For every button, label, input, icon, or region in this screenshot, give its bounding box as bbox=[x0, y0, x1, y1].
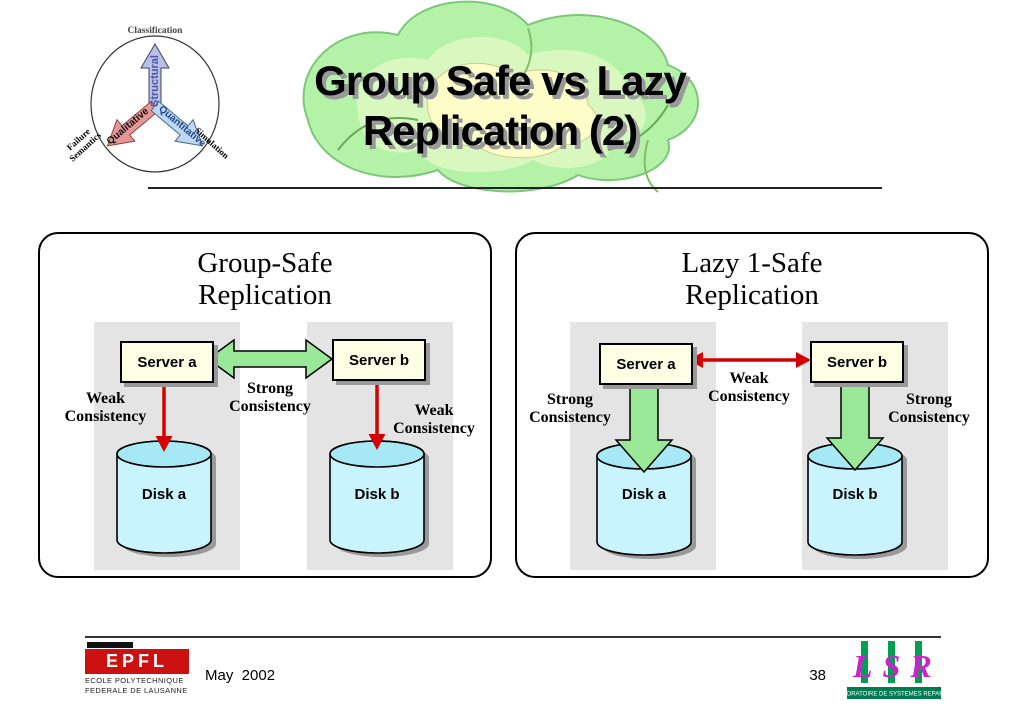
epfl-caption: ECOLE POLYTECHNIQUE FEDERALE DE LAUSANNE bbox=[85, 676, 188, 695]
server-b-box: Server b bbox=[810, 341, 904, 383]
lsr-logo-bar bbox=[861, 641, 868, 683]
epfl-logo: EPFL ECOLE POLYTECHNIQUE FEDERALE DE LAU… bbox=[85, 642, 195, 696]
lsr-logo-bar bbox=[888, 641, 895, 683]
weak-consistency-arrow-b bbox=[368, 377, 386, 450]
page-number: 38 bbox=[809, 667, 826, 684]
strong-consistency-label: Strong Consistency bbox=[229, 380, 311, 415]
server-b-box: Server b bbox=[332, 339, 426, 381]
strong-consistency-arrow-b bbox=[825, 378, 885, 472]
title-divider bbox=[148, 187, 882, 189]
disk-b-label: Disk b bbox=[832, 486, 878, 503]
lsr-logo: LSR LABORATOIRE DE SYSTEMES REPARTIS bbox=[847, 641, 941, 699]
lsr-logo-text: LSR bbox=[852, 648, 941, 684]
disk-a-cylinder bbox=[116, 440, 212, 554]
strong-consistency-arrow-a bbox=[614, 380, 674, 474]
weak-consistency-label-right: Weak Consistency bbox=[393, 402, 475, 437]
weak-consistency-label: Weak Consistency bbox=[708, 370, 790, 405]
lazy-1safe-diagram bbox=[596, 352, 907, 559]
lsr-caption: LABORATOIRE DE SYSTEMES REPARTIS bbox=[847, 692, 941, 698]
panel-title-lazy-1safe: Lazy 1-Safe Replication bbox=[681, 247, 823, 311]
weak-consistency-label-left: Weak Consistency bbox=[64, 390, 147, 425]
classification-compass bbox=[90, 35, 220, 173]
slide-title: Group Safe vs Lazy Replication (2) bbox=[314, 57, 687, 154]
footer-divider bbox=[85, 636, 941, 638]
strong-consistency-double-arrow bbox=[206, 338, 334, 380]
group-safe-diagram bbox=[116, 338, 429, 557]
server-b-label: Server b bbox=[348, 351, 410, 369]
lsr-logo-bar bbox=[915, 641, 922, 683]
disk-a-label: Disk a bbox=[141, 486, 187, 503]
panel-title-group-safe: Group-Safe Replication bbox=[197, 247, 333, 311]
server-a-box: Server a bbox=[599, 343, 693, 385]
strong-consistency-label-left: Strong Consistency bbox=[529, 391, 611, 426]
weak-consistency-arrow-a bbox=[155, 379, 173, 452]
server-a-label: Server a bbox=[137, 353, 197, 371]
epfl-logo-bars bbox=[87, 642, 133, 648]
server-b-label: Server b bbox=[826, 353, 888, 371]
server-a-label: Server a bbox=[616, 355, 676, 373]
lsr-caption-strip bbox=[847, 687, 941, 699]
disk-b-label: Disk b bbox=[354, 486, 400, 503]
group-safe-panel: Group-Safe Replication Server a Server b… bbox=[38, 232, 492, 578]
strong-consistency-label-right: Strong Consistency bbox=[888, 391, 970, 426]
epfl-logo-text: EPFL bbox=[105, 651, 168, 671]
disk-b-cylinder bbox=[329, 440, 425, 554]
footer-date: May 2002 bbox=[205, 667, 276, 684]
server-a-box: Server a bbox=[120, 341, 214, 383]
compass-label-classification: Classification bbox=[127, 26, 183, 36]
plant-clipart bbox=[302, 0, 699, 193]
lazy-1safe-panel: Lazy 1-Safe Replication Server a Server … bbox=[515, 232, 989, 578]
epfl-logo-mark: EPFL bbox=[85, 649, 189, 674]
disk-a-label: Disk a bbox=[621, 486, 667, 503]
weak-consistency-double-arrow bbox=[688, 352, 811, 368]
